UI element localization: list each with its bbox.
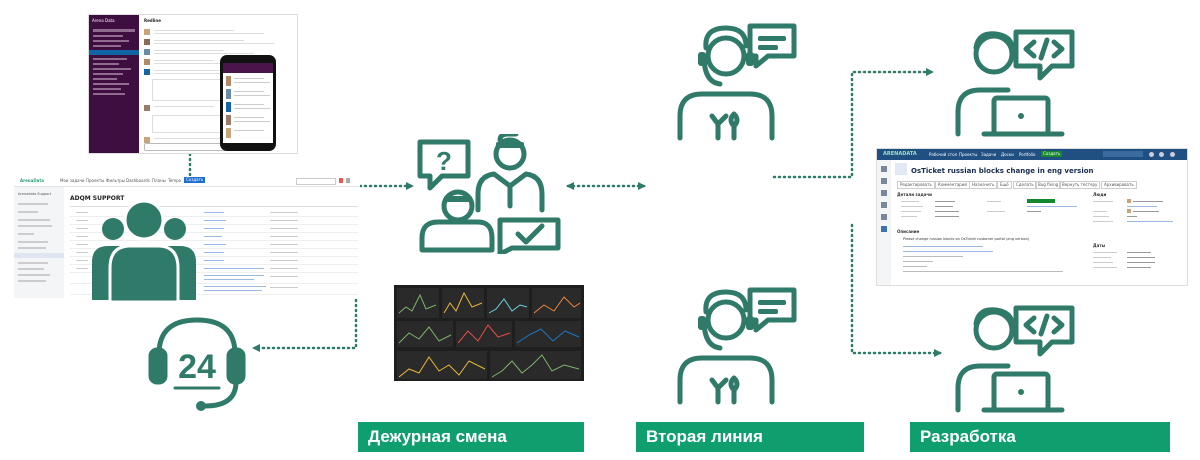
dashboard-graphs: [397, 288, 581, 379]
jira-issue-dates-heading: Даты: [1093, 243, 1106, 248]
jira-issue-title: OsTicket russian blocks change in eng ve…: [911, 167, 1094, 175]
jira-issue-nav-item: Рабочий стол: [929, 152, 958, 157]
support-engineer-icon: [677, 287, 797, 405]
jira-issue-toolbar-button: Назначить: [969, 181, 998, 189]
duty-team-chat-icon: ?: [417, 134, 561, 254]
jira-issue-toolbar: Редактировать Комментарий Назначить Ещё …: [897, 180, 1185, 189]
customer-group-icon: [92, 199, 196, 304]
banner-second-line: Вторая линия: [636, 422, 864, 452]
jira-issue-toolbar-button: Сделать: [1013, 181, 1037, 189]
slack-channel: Redline: [144, 18, 161, 23]
jira-list-rows: [70, 209, 358, 295]
jira-issue-dates: [1093, 250, 1183, 278]
jira-issue-sidebar: [877, 160, 891, 285]
banner-duty-shift: Дежурная смена: [358, 422, 584, 452]
jira-issue-nav-item: Проекты: [959, 152, 978, 157]
jira-list-nav-item: Dashboards: [126, 178, 150, 183]
jira-list-project: Arenadata Support: [18, 192, 52, 196]
svg-text:24: 24: [178, 348, 216, 386]
jira-issue-nav-item: Portfolio: [1019, 152, 1036, 157]
phone-mockup: [220, 55, 276, 151]
jira-issue-toolbar-button: Комментарий: [935, 181, 970, 189]
jira-list-title: ADQM SUPPORT: [70, 195, 125, 202]
jira-issue-create-button: Создать: [1041, 151, 1063, 157]
jira-list-create-button: Создать: [184, 177, 206, 183]
jira-issue-toolbar-button: Ещё: [997, 181, 1012, 189]
jira-issue-header: ARENADATA Рабочий стол Проекты Задачи До…: [877, 149, 1187, 160]
jira-issue-nav-item: Задачи: [981, 152, 997, 157]
developer-icon: [955, 29, 1075, 137]
jira-issue-details-heading: Детали задачи: [897, 192, 932, 197]
jira-list-header: ArenaData Мои задачи Проекты Фильтры Das…: [14, 176, 360, 187]
banner-development: Разработка: [910, 422, 1170, 452]
jira-list-nav-item: Tempo: [168, 178, 182, 183]
jira-list-nav-item: Мои задачи: [60, 178, 85, 183]
jira-list-screenshot: ArenaData Мои задачи Проекты Фильтры Das…: [14, 176, 360, 298]
jira-issue-screenshot: ARENADATA Рабочий стол Проекты Задачи До…: [876, 148, 1188, 286]
slack-workspace: Arena Data: [92, 18, 115, 23]
svg-text:?: ?: [436, 146, 452, 176]
support-engineer-icon: [677, 23, 797, 141]
monitoring-dashboard: [394, 285, 584, 381]
jira-list-nav-item: Проекты: [86, 178, 105, 183]
jira-issue-people: [1093, 199, 1183, 239]
jira-issue-toolbar-button: Вернуть тестеру: [1059, 181, 1101, 189]
jira-issue-description-lines: [903, 244, 1073, 280]
jira-issue-logo: ARENADATA: [883, 151, 917, 157]
connector-second-to-dev-bottom: [850, 223, 942, 357]
jira-issue-people-heading: Люди: [1093, 192, 1107, 197]
jira-list-logo: ArenaData: [20, 178, 44, 183]
jira-list-nav-item: Фильтры: [106, 178, 125, 183]
jira-issue-details: [901, 199, 1081, 227]
support-24-headset-icon: 24: [148, 317, 246, 411]
slack-sidebar: Arena Data: [89, 15, 139, 153]
jira-list-nav-item: Планы: [152, 178, 166, 183]
jira-issue-description-text: Please change russian blocks on OsTicket…: [903, 237, 1030, 241]
developer-icon: [955, 305, 1075, 413]
jira-list-sidebar: Arenadata Support: [14, 187, 64, 298]
jira-issue-nav-item: Доски: [1001, 152, 1014, 157]
jira-issue-toolbar-button: Архивировать: [1101, 181, 1137, 189]
jira-issue-toolbar-button: Редактировать: [897, 181, 935, 189]
jira-issue-toolbar-button: Bug fixing: [1035, 181, 1062, 189]
jira-issue-description-heading: Описание: [897, 229, 920, 234]
connector-second-to-dev-top: [772, 68, 934, 179]
